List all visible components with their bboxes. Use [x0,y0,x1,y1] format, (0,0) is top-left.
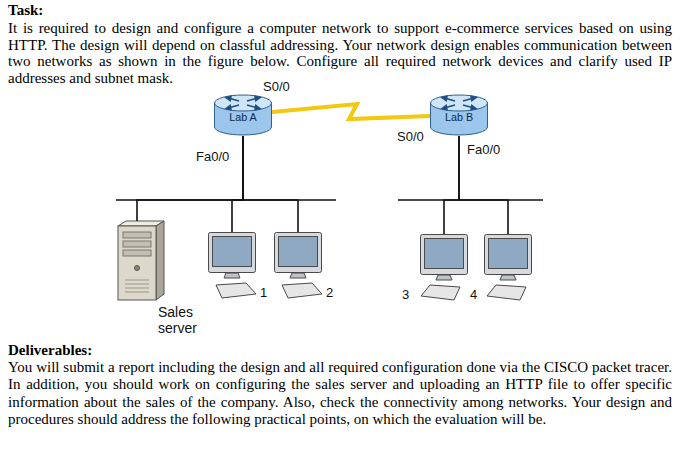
router-arrows [226,96,260,110]
router-icon [431,95,488,135]
pc-station: 4 [470,234,534,304]
callout-number: 3 [402,288,409,303]
keyboard [282,283,322,298]
keyboard [421,285,460,300]
ethernet-link [137,136,243,221]
ethernet-link [232,136,243,232]
interface-label: S0/0 [263,79,290,94]
callout-number: 2 [326,286,333,301]
screen [425,239,464,269]
interface-label: Fa0/0 [467,142,500,157]
pc-station: 3 [402,234,468,304]
router: Lab B [430,94,488,136]
pc-icon [421,235,468,301]
screen [279,237,318,267]
monitor [209,233,256,273]
keyboard [216,283,256,298]
router: Lab A [214,94,272,136]
router-name: Lab B [430,111,488,123]
ethernet-link [243,136,298,232]
interface-label: Fa0/0 [196,149,229,164]
server-front [118,226,156,300]
ethernet-link [444,136,459,234]
section-heading: Deliverables: [8,342,92,359]
pc-icon [485,235,532,301]
server-side [156,221,164,300]
ethernet-link [459,136,508,234]
screen [213,237,252,267]
router-top [431,95,488,111]
server: Sales server [118,221,210,343]
keyboard [487,285,526,300]
router-top [215,95,272,111]
stand [500,275,516,280]
callout-number: 1 [260,286,267,301]
drive-bay [123,232,151,238]
pc-station: 1 [208,232,270,302]
router-name: Lab A [214,111,272,123]
router-arrows [442,96,476,110]
drive-bay [123,250,151,256]
server-icon [118,221,164,300]
interface-label: S0/0 [397,129,424,144]
monitor [275,233,322,273]
pc-station: 2 [274,232,336,302]
power-button [135,266,140,271]
drive-bay [123,241,151,247]
monitor [485,235,532,275]
serial-link [272,104,430,119]
server-vents [125,280,149,292]
server-label: Sales server [158,304,197,336]
callout-number: 4 [470,288,477,303]
stand [436,275,452,280]
deliverables-text: You will submit a report including the d… [8,359,672,429]
page-heading: Task: [8,2,43,19]
task-text: It is required to design and configure a… [8,20,672,86]
stand [290,273,306,278]
pc-icon [209,233,257,299]
stand [224,273,240,278]
screen [489,239,528,269]
router-icon [215,95,272,135]
monitor [421,235,468,275]
pc-icon [275,233,323,299]
